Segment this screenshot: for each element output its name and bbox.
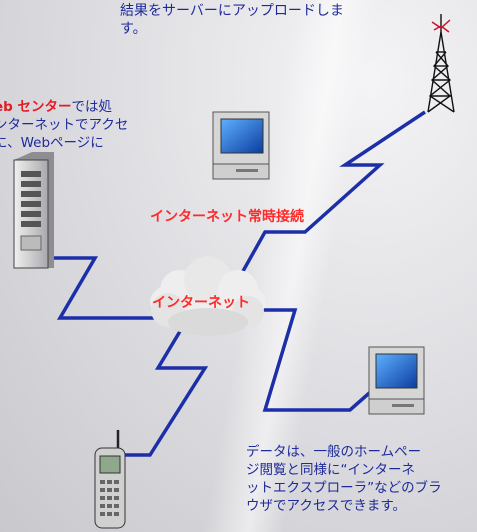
computer-bottom-icon	[368, 346, 425, 415]
left-caption-highlight: eb センター	[0, 99, 72, 115]
label-internet: インターネット	[152, 295, 250, 311]
computer-top-icon	[212, 111, 270, 180]
link-internet-to-phone	[120, 317, 209, 457]
internet-cloud-icon	[150, 256, 266, 336]
label-always-on-internet: インターネット常時接続	[150, 209, 304, 225]
link-internet-to-pc	[250, 308, 377, 412]
left-caption: eb センターでは処 ンターネットでアクセ に、Webページに	[0, 80, 128, 152]
server-icon	[13, 152, 54, 269]
link-server-to-internet	[35, 256, 155, 320]
left-caption-rest: では処 ンターネットでアクセ に、Webページに	[0, 99, 129, 151]
radio-tower-icon	[427, 14, 455, 113]
top-caption: 結果をサーバーにアップロードしま す。	[120, 3, 344, 37]
mobile-phone-icon	[94, 430, 126, 529]
bottom-caption: データは、一般のホームペー ジ閲覧と同様に“インターネ ットエクスプローラ”など…	[246, 444, 442, 514]
link-tower-to-pc	[218, 110, 426, 313]
